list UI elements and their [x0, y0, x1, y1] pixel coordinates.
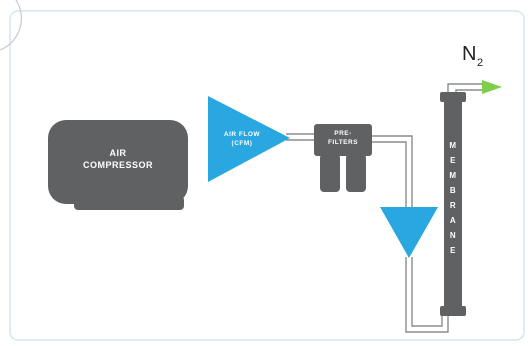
membrane-top-cap	[440, 92, 466, 102]
membrane-letter: N	[450, 231, 456, 240]
air-flow-label-line1: AIR FLOW	[224, 131, 260, 138]
air-flow-triangle-icon	[208, 96, 290, 182]
membrane-letter: M	[449, 171, 456, 180]
prefilter-bowl-1	[320, 154, 340, 192]
membrane: M E M B R A N E	[440, 92, 466, 316]
output-arrow-icon	[482, 80, 502, 94]
membrane-letter: E	[450, 246, 456, 255]
pipe-to-flow-triangle	[372, 135, 413, 207]
compressor-label-line1: AIR	[110, 148, 127, 158]
membrane-body	[444, 100, 462, 308]
output-symbol: N	[462, 43, 476, 65]
air-flow-indicator: AIR FLOW (CFM)	[208, 96, 290, 182]
prefilter-bowl-2	[346, 154, 366, 192]
membrane-letter: A	[450, 216, 456, 225]
compressor-base	[74, 196, 184, 210]
air-compressor: AIR COMPRESSOR	[48, 120, 188, 210]
compressor-body	[48, 120, 188, 204]
flow-down-triangle-icon	[380, 207, 438, 258]
membrane-letter: M	[449, 141, 456, 150]
compressor-label-line2: COMPRESSOR	[83, 160, 153, 170]
corner-arc	[0, 0, 23, 51]
membrane-bottom-cap	[440, 306, 466, 316]
output-subscript: 2	[477, 57, 483, 69]
membrane-letter: R	[450, 201, 456, 210]
nitrogen-output: N 2	[462, 43, 502, 94]
prefilter-head	[314, 124, 372, 156]
air-flow-label-line2: (CFM)	[232, 140, 253, 147]
prefilters-label-line2: FILTERS	[328, 139, 358, 146]
pipe-to-membrane	[405, 257, 449, 333]
membrane-letter: B	[450, 186, 456, 195]
pre-filters: PRE- FILTERS	[314, 124, 372, 192]
diagram-frame	[9, 10, 525, 341]
prefilters-label-line1: PRE-	[334, 130, 352, 137]
membrane-letter: E	[450, 156, 456, 165]
pipe-to-prefilters	[286, 133, 318, 141]
